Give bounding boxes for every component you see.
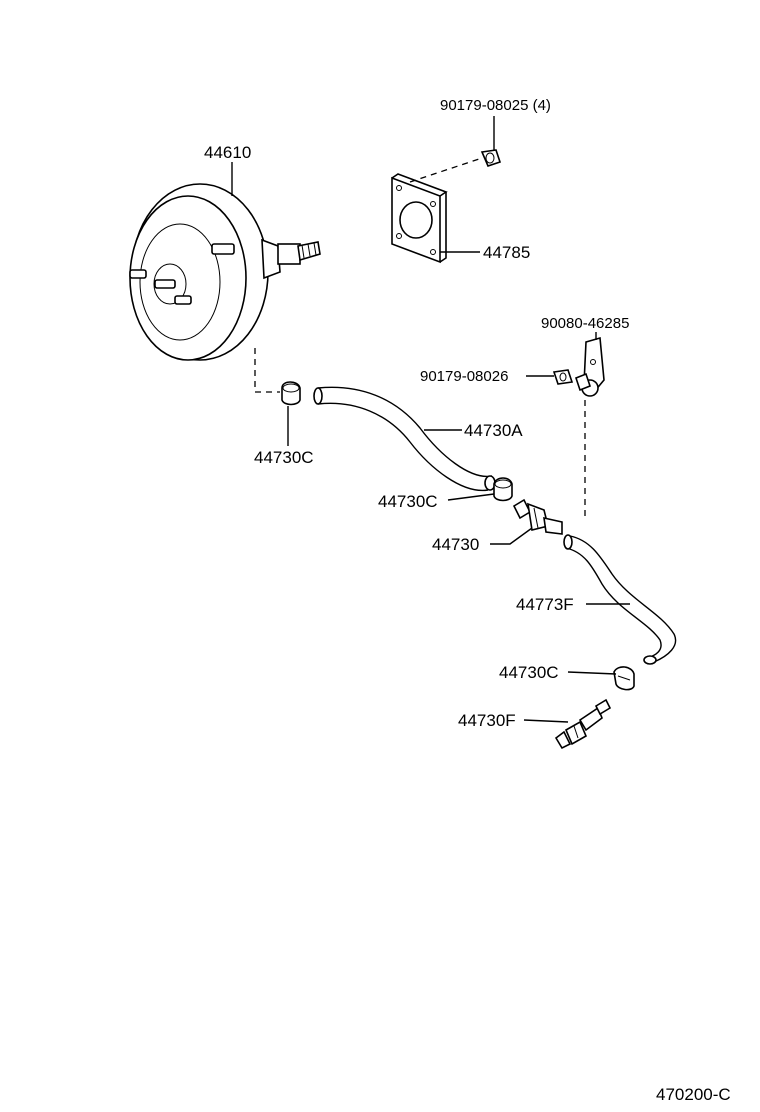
diagram-code: 470200-C — [656, 1085, 731, 1104]
label-hose-f: 44773F — [516, 595, 574, 614]
label-booster: 44610 — [204, 143, 251, 162]
label-hose-a: 44730A — [464, 421, 523, 440]
vacuum-hose-f — [563, 534, 677, 665]
hose-bracket — [575, 336, 605, 397]
label-union: 44730F — [458, 711, 516, 730]
nut-top — [480, 149, 502, 167]
label-gasket: 44785 — [483, 243, 530, 262]
hose-clip-mid — [493, 477, 513, 502]
label-clip-lower: 44730C — [499, 663, 559, 682]
label-nut-top: 90179-08025 (4) — [440, 97, 551, 114]
label-check-valve: 44730 — [432, 535, 479, 554]
gasket-plate — [391, 173, 448, 264]
label-nut-bracket: 90179-08026 — [420, 368, 508, 385]
hose-clip-lower — [613, 666, 635, 691]
union-fitting — [554, 698, 612, 750]
vacuum-hose-a — [313, 386, 496, 492]
check-valve — [512, 498, 563, 535]
brake-booster — [129, 183, 321, 361]
label-clamp-bracket: 90080-46285 — [541, 315, 629, 332]
nut-bracket — [552, 369, 574, 385]
label-clip-mid: 44730C — [378, 492, 438, 511]
hose-clip-left — [281, 381, 301, 406]
label-clip-left: 44730C — [254, 448, 314, 467]
